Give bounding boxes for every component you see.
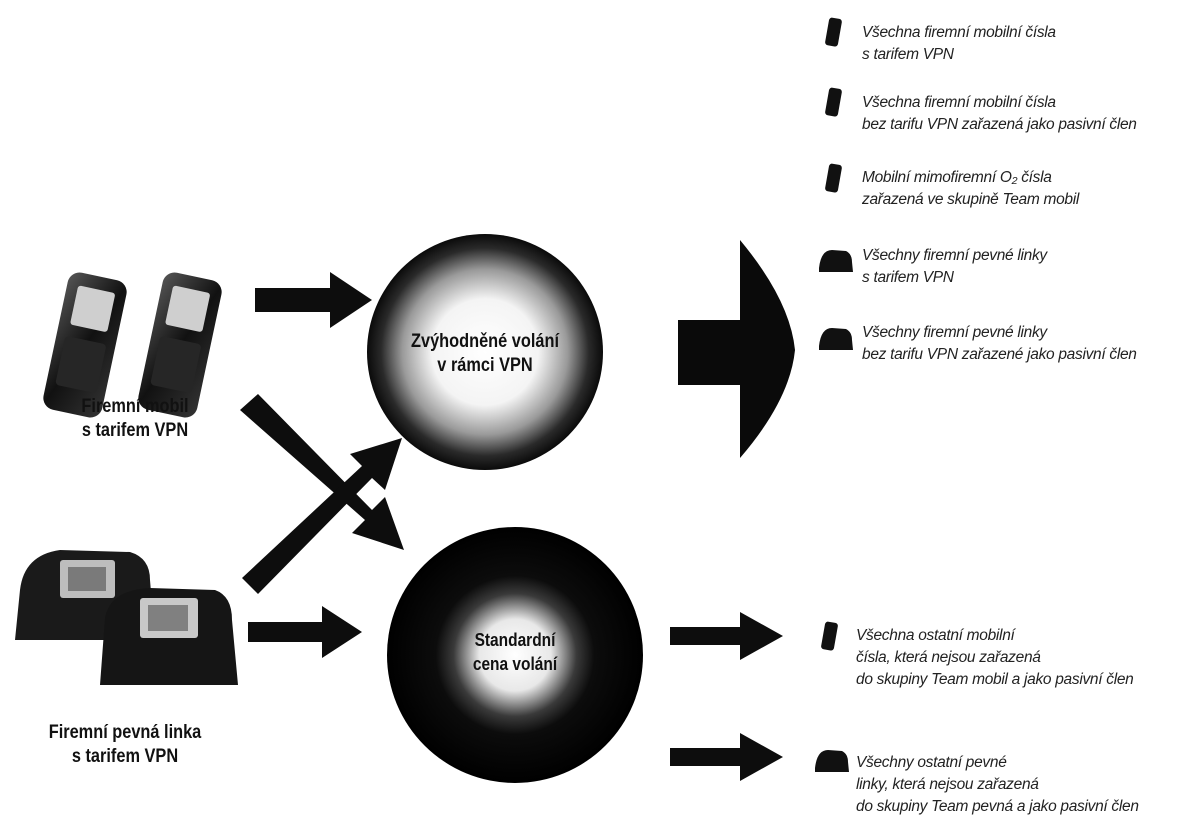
standard-target-2-line-3: do skupiny Team pevná a jako pasivní čle…: [856, 798, 1139, 815]
standard-circle-line-1: Standardní: [474, 630, 556, 650]
vpn-target-3-line-2: zařazená ve skupině Team mobil: [862, 191, 1080, 208]
mobile-source-line-1: Firemní mobil: [81, 396, 189, 417]
standard-target-1-line-3: do skupiny Team mobil a jako pasivní čle…: [856, 671, 1134, 688]
vpn-target-2-line-1: Všechna firemní mobilní čísla: [862, 94, 1056, 111]
mobile-phone-icon: [825, 87, 842, 117]
arrow-standard-to-target-1: [670, 612, 783, 660]
vpn-target-item-3: Mobilní mimofiremní O₂ čísla zařazená ve…: [862, 167, 1079, 211]
standard-circle-label: Standardní cena volání: [446, 628, 584, 676]
desk-phone-icon: [815, 750, 849, 772]
vpn-target-4-line-1: Všechny firemní pevné linky: [862, 247, 1047, 264]
arrow-landline-to-vpn: [242, 438, 402, 594]
landline-source-line-1: Firemní pevná linka: [48, 722, 202, 743]
standard-target-1-line-1: Všechna ostatní mobilní: [856, 627, 1015, 644]
standard-target-item-1: Všechna ostatní mobilní čísla, která nej…: [856, 625, 1134, 691]
arrow-mobile-to-standard: [240, 394, 404, 550]
vpn-target-item-2: Všechna firemní mobilní čísla bez tarifu…: [862, 92, 1137, 136]
vpn-target-1-line-1: Všechna firemní mobilní čísla: [862, 24, 1056, 41]
standard-target-1-line-2: čísla, která nejsou zařazená: [856, 649, 1041, 666]
vpn-target-1-line-2: s tarifem VPN: [862, 46, 954, 63]
target-icons: [815, 17, 853, 772]
desk-phone-icon: [819, 328, 853, 350]
arrow-vpn-to-targets: [678, 240, 795, 458]
mobile-phone-image: [43, 272, 222, 418]
standard-circle-line-2: cena volání: [472, 654, 558, 674]
vpn-target-5-line-2: bez tarifu VPN zařazené jako pasivní čle…: [862, 346, 1137, 363]
vpn-target-5-line-1: Všechny firemní pevné linky: [862, 324, 1047, 341]
mobile-phone-icon: [825, 163, 842, 193]
desk-phone-icon: [819, 250, 853, 272]
vpn-target-3-line-1: Mobilní mimofiremní O₂ čísla: [862, 169, 1052, 186]
desk-phone-image: [15, 550, 238, 685]
mobile-phone-icon: [821, 621, 838, 651]
standard-target-2-line-1: Všechny ostatní pevné: [856, 754, 1007, 771]
landline-source-line-2: s tarifem VPN: [71, 746, 179, 767]
vpn-circle: [367, 234, 603, 470]
arrow-landline-to-standard: [248, 606, 362, 658]
vpn-circle-label: Zvýhodněné volání v rámci VPN: [408, 330, 563, 378]
vpn-target-4-line-2: s tarifem VPN: [862, 269, 954, 286]
vpn-target-item-5: Všechny firemní pevné linky bez tarifu V…: [862, 322, 1137, 366]
arrow-standard-to-target-2: [670, 733, 783, 781]
standard-circle: [387, 527, 643, 783]
landline-source-label: Firemní pevná linka s tarifem VPN: [26, 721, 224, 769]
vpn-target-item-4: Všechny firemní pevné linky s tarifem VP…: [862, 245, 1047, 289]
standard-target-item-2: Všechny ostatní pevné linky, která nejso…: [856, 752, 1139, 818]
standard-target-2-line-2: linky, která nejsou zařazená: [856, 776, 1039, 793]
arrow-mobile-to-vpn: [255, 272, 372, 328]
mobile-source-label: Firemní mobil s tarifem VPN: [53, 395, 216, 443]
vpn-circle-line-2: v rámci VPN: [437, 355, 533, 376]
vpn-circle-line-1: Zvýhodněné volání: [410, 331, 560, 352]
vpn-target-item-1: Všechna firemní mobilní čísla s tarifem …: [862, 22, 1056, 66]
vpn-target-2-line-2: bez tarifu VPN zařazená jako pasivní čle…: [862, 116, 1137, 133]
mobile-phone-icon: [825, 17, 842, 47]
mobile-source-line-2: s tarifem VPN: [81, 420, 189, 441]
